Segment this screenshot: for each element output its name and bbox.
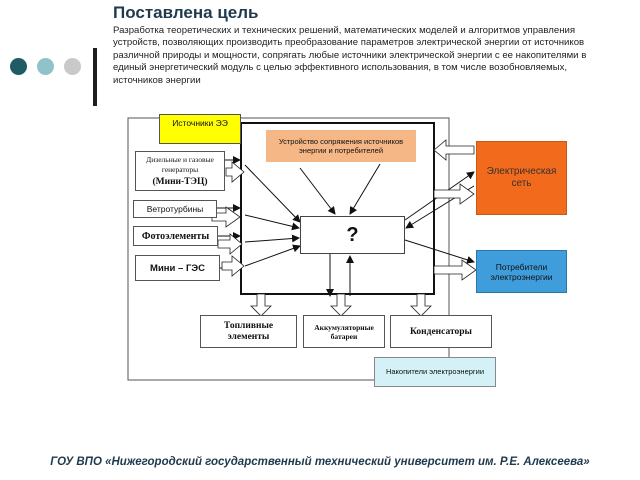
sources-label: Источники ЭЭ — [159, 114, 241, 144]
decor-dot-gray — [64, 58, 81, 75]
decor-dot-teal — [37, 58, 54, 75]
source-diesel-generators-label: Дизельные и газовые генераторы — [146, 155, 214, 174]
source-mini-chp-label: (Мини-ТЭЦ) — [152, 177, 208, 187]
source-diesel-generators: Дизельные и газовые генераторы (Мини-ТЭЦ… — [135, 151, 225, 191]
source-mini-hydro: Мини – ГЭС — [135, 255, 220, 281]
slide-description: Разработка теоретических и технических р… — [113, 25, 587, 86]
device-label: Устройство сопряжения источников энергии… — [266, 130, 416, 162]
electricity-consumers: Потребители электроэнергии — [476, 250, 567, 293]
source-wind-turbines: Ветротурбины — [133, 200, 217, 218]
source-photocells: Фотоэлементы — [133, 226, 218, 246]
decor-vertical-bar — [93, 48, 97, 106]
storage-fuel-cells: Топливные элементы — [200, 315, 297, 348]
decor-dot-dark — [10, 58, 27, 75]
system-outline — [127, 117, 450, 381]
storage-label: Накопители электроэнергии — [374, 357, 496, 387]
slide-footer: ГОУ ВПО «Нижегородский государственный т… — [50, 456, 590, 468]
electric-grid: Электрическая сеть — [476, 141, 567, 215]
storage-batteries: Аккумуляторные батареи — [303, 315, 385, 348]
controller-box: ? — [300, 216, 405, 254]
storage-capacitors: Конденсаторы — [390, 315, 492, 348]
slide-title: Поставлена цель — [113, 3, 259, 22]
